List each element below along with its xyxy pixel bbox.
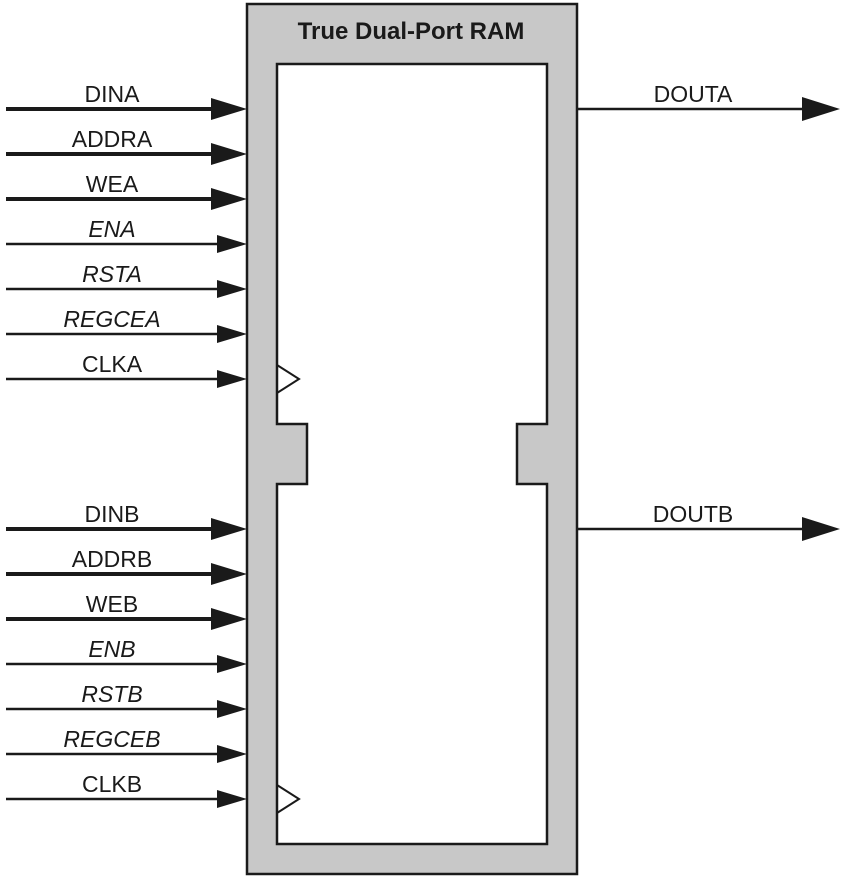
input-label-addra: ADDRA xyxy=(72,126,153,152)
port-b-pins: DINB ADDRB WEB ENB RSTB REGCEB CLKB DOUTB xyxy=(6,501,840,808)
input-arrow-wea xyxy=(211,188,247,210)
input-arrow-ena xyxy=(217,235,247,253)
input-arrow-clka xyxy=(217,370,247,388)
input-pin-regcea: REGCEA xyxy=(6,306,247,343)
input-label-rstb: RSTB xyxy=(81,681,142,707)
output-label-douta: DOUTA xyxy=(654,81,733,107)
output-arrow-doutb xyxy=(802,517,840,541)
output-arrow-douta xyxy=(802,97,840,121)
input-pin-clkb: CLKB xyxy=(6,771,247,808)
input-label-enb: ENB xyxy=(88,636,135,662)
input-arrow-web xyxy=(211,608,247,630)
input-pin-enb: ENB xyxy=(6,636,247,673)
input-pin-wea: WEA xyxy=(6,171,247,210)
input-arrow-regcea xyxy=(217,325,247,343)
input-label-web: WEB xyxy=(86,591,138,617)
input-label-addrb: ADDRB xyxy=(72,546,153,572)
output-label-doutb: DOUTB xyxy=(653,501,734,527)
input-pin-ena: ENA xyxy=(6,216,247,253)
ram-block-inner xyxy=(275,62,549,846)
clkb-clock-indicator xyxy=(276,784,301,814)
input-pin-web: WEB xyxy=(6,591,247,630)
input-pin-addra: ADDRA xyxy=(6,126,247,165)
port-a-pins: DINA ADDRA WEA ENA RSTA REGCEA CLKA DOUTA xyxy=(6,81,840,388)
input-pin-dina: DINA xyxy=(6,81,247,120)
input-pin-addrb: ADDRB xyxy=(6,546,247,585)
output-pin-doutb: DOUTB xyxy=(577,501,840,541)
input-label-clkb: CLKB xyxy=(82,771,142,797)
input-label-clka: CLKA xyxy=(82,351,143,377)
input-pin-rsta: RSTA xyxy=(6,261,247,298)
input-label-wea: WEA xyxy=(86,171,139,197)
input-pin-rstb: RSTB xyxy=(6,681,247,718)
input-arrow-addra xyxy=(211,143,247,165)
input-arrow-dina xyxy=(211,98,247,120)
output-pin-douta: DOUTA xyxy=(577,81,840,121)
input-label-regceb: REGCEB xyxy=(63,726,160,752)
input-label-regcea: REGCEA xyxy=(63,306,160,332)
input-label-rsta: RSTA xyxy=(82,261,142,287)
input-label-dinb: DINB xyxy=(85,501,140,527)
input-arrow-rstb xyxy=(217,700,247,718)
input-arrow-dinb xyxy=(211,518,247,540)
input-arrow-enb xyxy=(217,655,247,673)
input-arrow-regceb xyxy=(217,745,247,763)
diagram-title: True Dual-Port RAM xyxy=(298,18,525,45)
input-arrow-rsta xyxy=(217,280,247,298)
input-arrow-addrb xyxy=(211,563,247,585)
input-pin-clka: CLKA xyxy=(6,351,247,388)
input-arrow-clkb xyxy=(217,790,247,808)
input-label-dina: DINA xyxy=(85,81,141,107)
clka-clock-indicator xyxy=(276,364,301,394)
input-label-ena: ENA xyxy=(88,216,135,242)
input-pin-regceb: REGCEB xyxy=(6,726,247,763)
input-pin-dinb: DINB xyxy=(6,501,247,540)
